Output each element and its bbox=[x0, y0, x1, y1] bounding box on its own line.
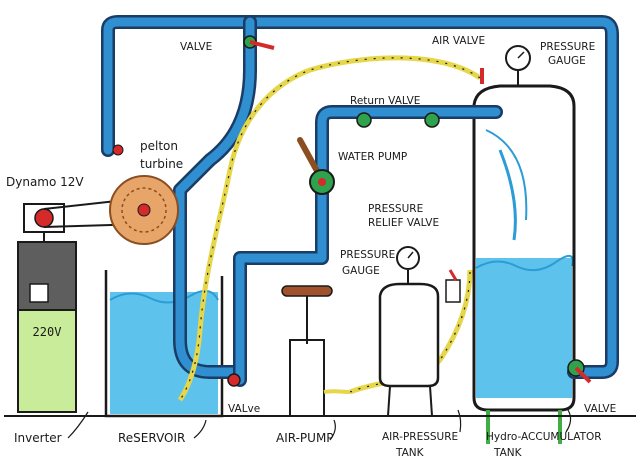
air-pump-arrow bbox=[329, 419, 336, 441]
reservoir-arrow bbox=[193, 419, 207, 439]
pelton-turbine bbox=[109, 175, 179, 245]
pressure-relief-label-1: PRESSURE bbox=[368, 203, 423, 215]
inverter-label: Inverter bbox=[14, 431, 62, 445]
return-valve-right-icon[interactable] bbox=[424, 112, 440, 128]
air-pump-handle-icon[interactable] bbox=[281, 285, 333, 297]
pressure-gauges bbox=[396, 45, 531, 284]
tank-gauge-label-1: PRESSURE bbox=[540, 41, 595, 53]
return-valve-label: Return VALVE bbox=[350, 95, 420, 107]
tubing-coils bbox=[179, 57, 481, 401]
air-tubing bbox=[177, 55, 482, 402]
tank-gauge-needle bbox=[517, 51, 525, 59]
air-tank-leg-right bbox=[429, 385, 433, 417]
dynamo bbox=[23, 197, 145, 242]
reservoir-label: ReSERVOIR bbox=[118, 431, 185, 445]
water-pump-label: WATER PUMP bbox=[338, 151, 407, 163]
valve-top-label: VALVE bbox=[180, 41, 212, 53]
air-gauge-label-2: GAUGE bbox=[342, 265, 380, 277]
air-gauge-needle bbox=[407, 251, 414, 259]
valve-reservoir-label: VALve bbox=[228, 403, 260, 415]
water-pump bbox=[297, 137, 335, 195]
valve-turbine-icon[interactable] bbox=[112, 144, 124, 156]
valves bbox=[112, 35, 592, 387]
pressure-relief-valve-icon[interactable] bbox=[445, 279, 461, 303]
accumulator-water bbox=[476, 258, 572, 398]
valve-accumulator-handle[interactable] bbox=[574, 366, 592, 384]
outer-pipe bbox=[103, 17, 617, 377]
turbine-buckets bbox=[121, 187, 167, 233]
turbine-label: turbine bbox=[140, 157, 183, 171]
return-pipe bbox=[235, 107, 501, 385]
air-gauge-label-1: PRESSURE bbox=[340, 249, 395, 261]
turbine-hub-icon bbox=[137, 203, 151, 217]
valve-accumulator-label: VALVE bbox=[584, 403, 616, 415]
hydro-accumulator-label-1: Hydro-ACCUMULATOR bbox=[486, 431, 602, 443]
return-valve-left-icon[interactable] bbox=[356, 112, 372, 128]
labels: Dynamo 12V pelton turbine VALVE AIR VALV… bbox=[6, 35, 616, 459]
air-pressure-tank bbox=[378, 269, 461, 417]
air-tank-body bbox=[378, 282, 440, 388]
hydro-accumulator-label-2: TANK bbox=[493, 447, 523, 459]
inverter: 220V bbox=[17, 241, 77, 413]
pelton-label: pelton bbox=[140, 139, 178, 153]
air-tank-leg-left bbox=[387, 385, 391, 417]
air-pump bbox=[281, 285, 351, 417]
accumulator-surface bbox=[475, 255, 574, 272]
air-pump-label: AIR-PUMP bbox=[276, 431, 334, 445]
hydro-accumulator-tank bbox=[472, 84, 576, 444]
air-pump-hose bbox=[323, 389, 351, 394]
relief-valve-handle[interactable] bbox=[448, 269, 458, 281]
dynamo-label: Dynamo 12V bbox=[6, 175, 84, 189]
air-pump-cylinder bbox=[289, 339, 325, 417]
air-pressure-tank-label-1: AIR-PRESSURE bbox=[382, 431, 458, 443]
water-spray bbox=[498, 149, 517, 241]
dynamo-rotor-icon bbox=[34, 208, 54, 228]
accumulator-arrow bbox=[565, 409, 572, 433]
air-valve-label: AIR VALVE bbox=[432, 35, 485, 47]
inverter-base bbox=[17, 309, 77, 413]
pressure-relief-label-2: RELIEF VALVE bbox=[368, 217, 439, 229]
valve-reservoir-icon[interactable] bbox=[227, 373, 241, 387]
label-arrows bbox=[67, 409, 572, 441]
water-spray-2 bbox=[485, 129, 528, 221]
pump-center bbox=[318, 178, 326, 186]
air-tank-arrow bbox=[457, 409, 462, 433]
tank-gauge-label-2: GAUGE bbox=[548, 55, 586, 67]
accumulator-shell bbox=[472, 84, 576, 412]
plug-voltage-label: 220V bbox=[33, 325, 62, 339]
valve-top-handle[interactable] bbox=[249, 40, 275, 50]
inverter-arrow bbox=[67, 411, 89, 439]
air-pressure-tank-label-2: TANK bbox=[395, 447, 425, 459]
tubing-lower-coils bbox=[349, 269, 471, 393]
outlet-icon bbox=[29, 283, 49, 303]
